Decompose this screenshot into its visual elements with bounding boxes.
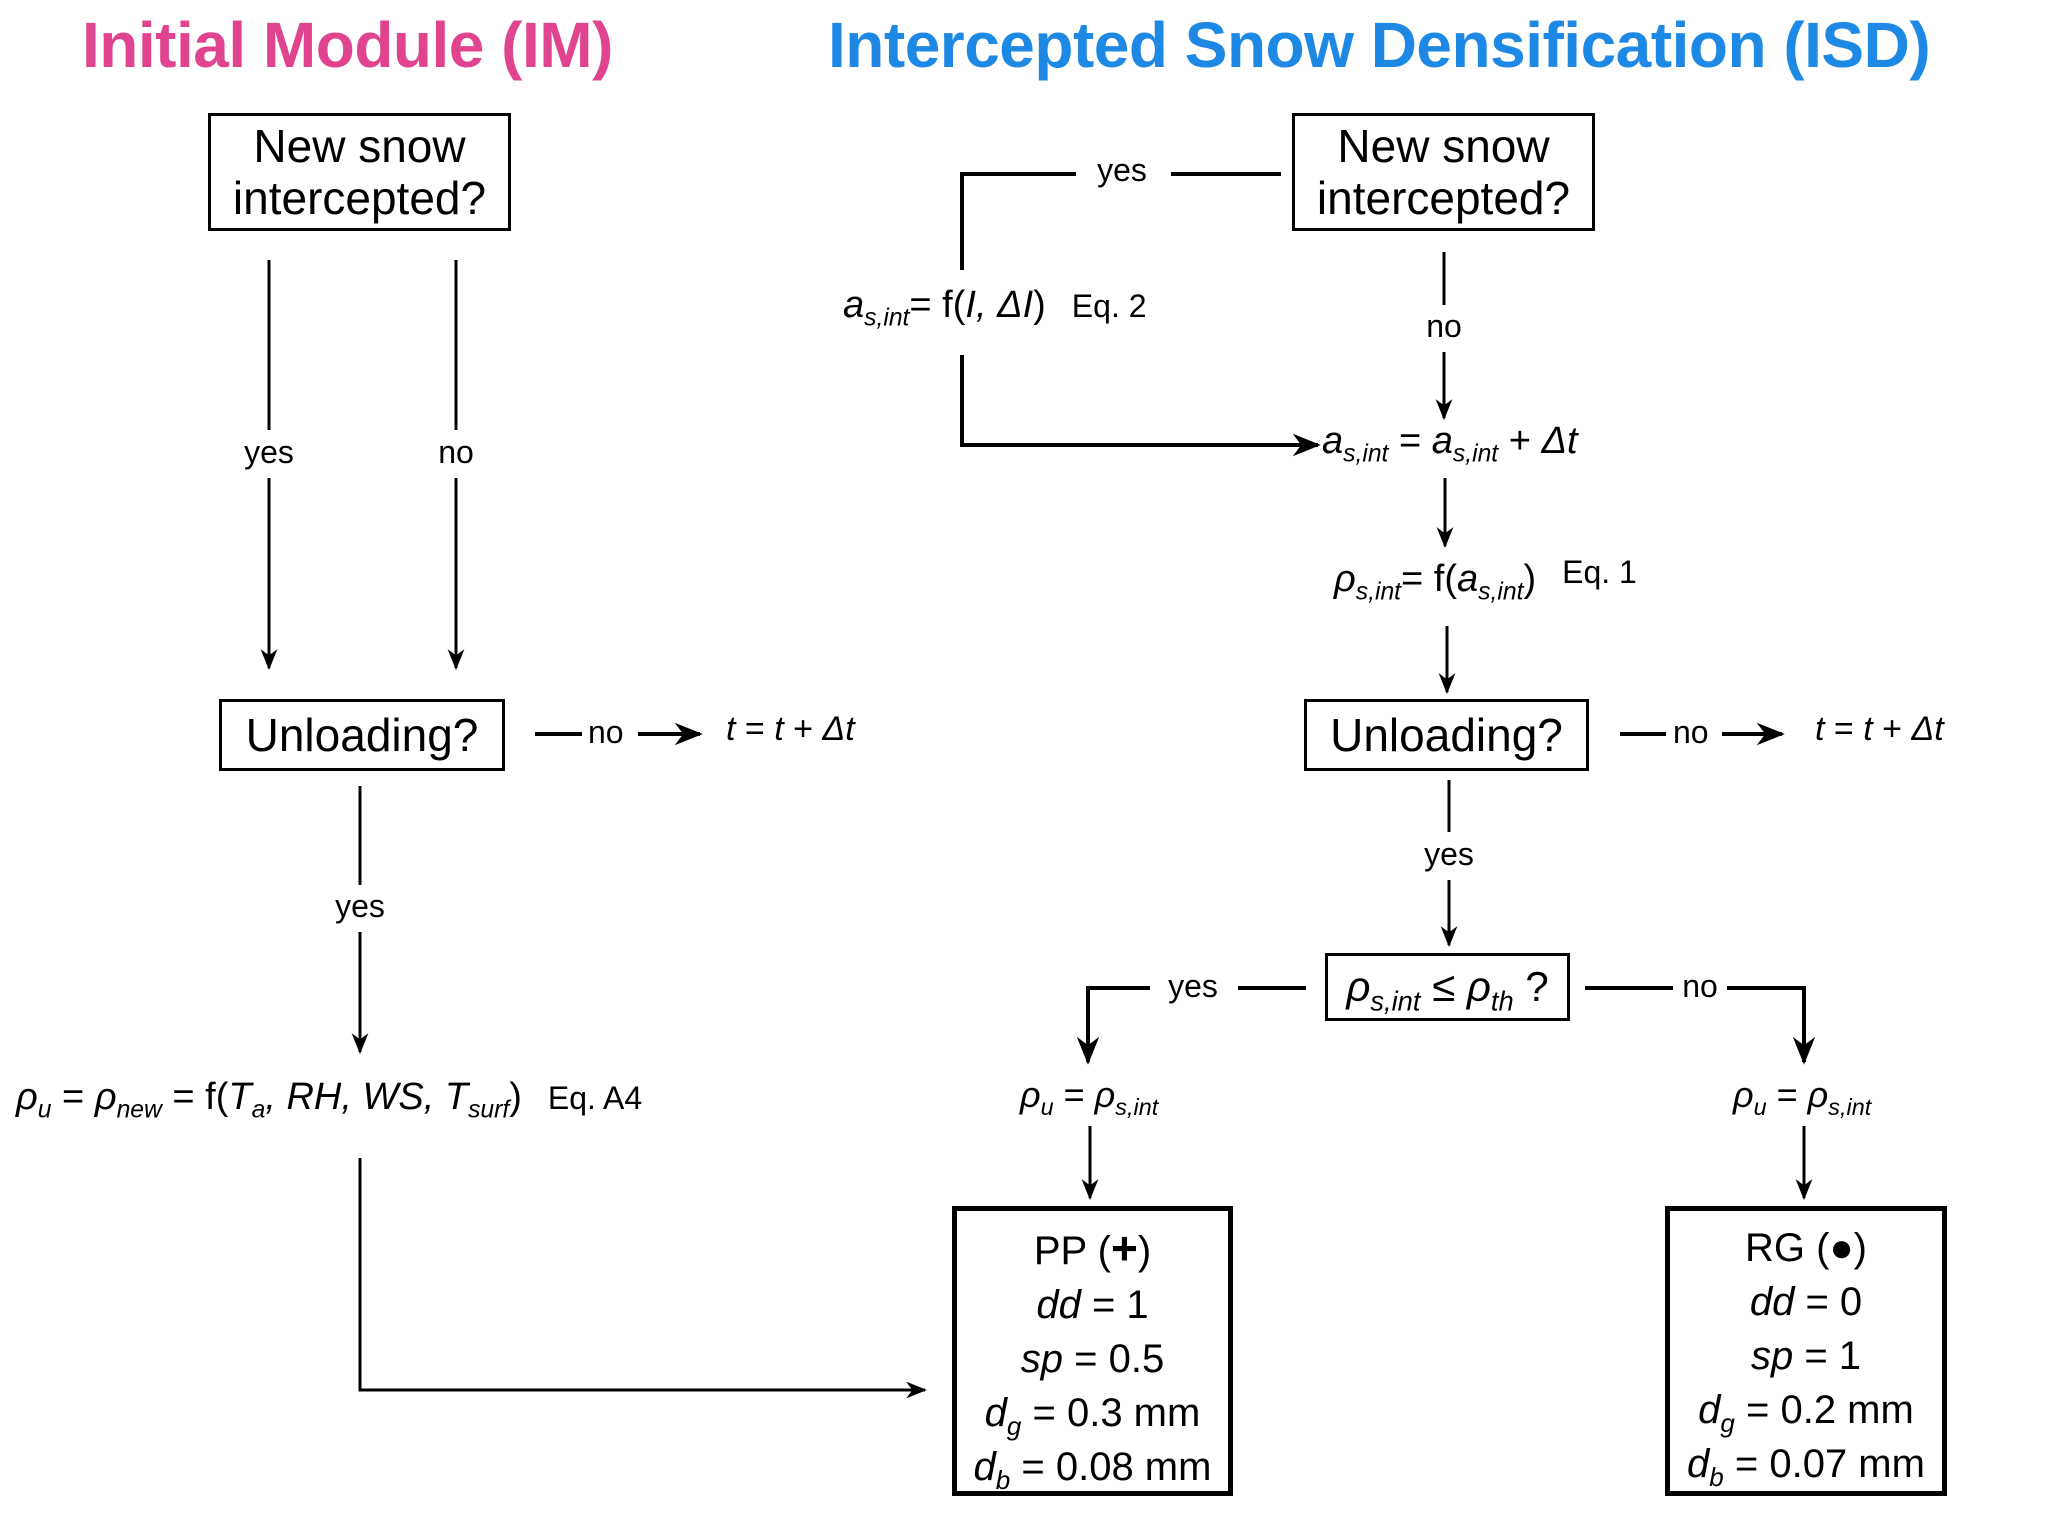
isd-new-snow-line1: New snow <box>1337 120 1550 172</box>
pp-row: sp = 0.5 <box>1020 1337 1165 1381</box>
isd-age-init-equation: as,int= f(I, ΔI)Eq. 2 <box>843 284 1147 332</box>
im-unloading-text: Unloading? <box>245 709 479 761</box>
rg-title: RG (●) <box>1745 1226 1867 1270</box>
im-title: Initial Module (IM) <box>82 9 613 81</box>
filled-circle-symbol-icon: ● <box>1829 1226 1854 1270</box>
isd-unloading-text: Unloading? <box>1330 709 1563 761</box>
isd-yes-line-left <box>960 172 1076 270</box>
rg-outcome-box: RG (●) dd = 0 sp = 1 dg = 0.2 mm db = 0.… <box>1665 1206 1947 1496</box>
threshold-yes-arrow <box>1076 986 1150 1065</box>
threshold-expression: ρs,int ≤ ρth ? <box>1346 963 1549 1017</box>
isd-yes-label: yes <box>1097 152 1147 188</box>
isd-unloading-box: Unloading? <box>1304 699 1589 771</box>
isd-no-label: no <box>1426 308 1462 344</box>
threshold-no-label: no <box>1682 968 1718 1004</box>
isd-age-update-equation: as,int = as,int + Δt <box>1322 420 1578 468</box>
im-no-label: no <box>438 434 474 470</box>
isd-time-step: t = t + Δt <box>1815 710 1944 748</box>
isd-yes-to-age-arrow <box>960 355 1321 457</box>
threshold-no-arrow <box>1727 986 1816 1065</box>
plus-symbol-icon: + <box>1110 1222 1138 1274</box>
im-new-snow-box: New snow intercepted? <box>208 113 511 231</box>
im-yes-label: yes <box>244 434 294 470</box>
pp-title: PP (+) <box>1033 1222 1152 1274</box>
rg-row: db = 0.07 mm <box>1687 1442 1925 1493</box>
rg-row: sp = 1 <box>1750 1334 1862 1378</box>
pp-row: dd = 1 <box>1036 1283 1149 1327</box>
im-time-step: t = t + Δt <box>726 710 855 748</box>
im-new-snow-line2: intercepted? <box>232 172 487 224</box>
im-unload-no-label: no <box>588 714 624 750</box>
isd-unload-no-label: no <box>1673 714 1709 750</box>
im-density-equation: ρu = ρnew = f(Ta, RH, WS, Tsurf)Eq. A4 <box>16 1076 643 1124</box>
isd-unload-yes-label: yes <box>1424 836 1474 872</box>
isd-new-snow-line2: intercepted? <box>1316 172 1571 224</box>
left-unload-density: ρu = ρs,int <box>1020 1074 1159 1121</box>
eq-1-label: Eq. 1 <box>1562 554 1637 590</box>
im-unload-yes-label: yes <box>335 888 385 924</box>
rg-row: dd = 0 <box>1749 1280 1863 1324</box>
threshold-yes-label: yes <box>1168 968 1218 1004</box>
pp-row: db = 0.08 mm <box>973 1445 1212 1496</box>
pp-outcome-box: PP (+) dd = 1 sp = 0.5 dg = 0.3 mm db = … <box>952 1206 1233 1496</box>
isd-density-equation: ρs,int= f(as,int)Eq. 1 <box>1334 554 1637 606</box>
isd-title: Intercepted Snow Densification (ISD) <box>828 9 1931 81</box>
rg-row: dg = 0.2 mm <box>1698 1388 1914 1439</box>
im-unloading-box: Unloading? <box>219 699 505 771</box>
threshold-box: ρs,int ≤ ρth ? <box>1325 953 1570 1021</box>
eq-2-label: Eq. 2 <box>1071 288 1147 324</box>
eq-a4-label: Eq. A4 <box>547 1080 643 1116</box>
im-new-snow-line1: New snow <box>253 120 466 172</box>
pp-row: dg = 0.3 mm <box>984 1391 1201 1442</box>
isd-new-snow-box: New snow intercepted? <box>1292 113 1595 231</box>
im-to-pp-arrow <box>358 1158 928 1399</box>
right-unload-density: ρu = ρs,int <box>1733 1074 1872 1121</box>
